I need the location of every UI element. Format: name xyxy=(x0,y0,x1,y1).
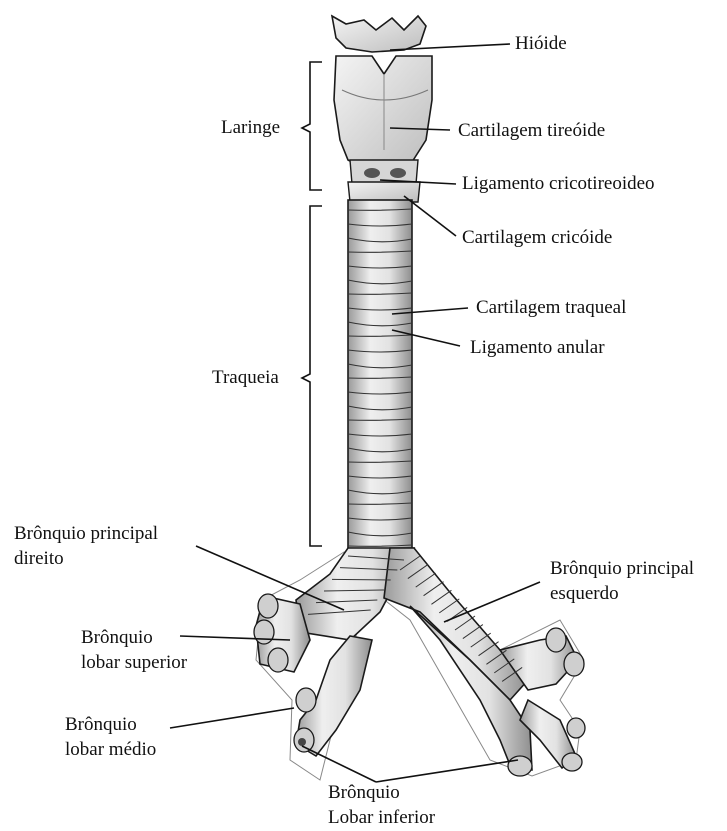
label-line: Brônquio xyxy=(328,782,435,804)
label-ligamento-anular: Ligamento anular xyxy=(470,337,605,359)
label-cartilagem-traqueal: Cartilagem traqueal xyxy=(476,297,626,319)
trachea-tube xyxy=(348,200,412,560)
leader-lobar-inferior-1 xyxy=(302,746,376,782)
label-bronquio-lobar-superior: Brônquio lobar superior xyxy=(81,627,187,674)
larynx-bracket xyxy=(302,62,322,190)
label-bronquio-principal-direito: Brônquio principal direito xyxy=(14,523,158,570)
label-line: lobar médio xyxy=(65,739,156,761)
label-line: Lobar inferior xyxy=(328,807,435,829)
label-line: lobar superior xyxy=(81,652,187,674)
leader-lobar-medio xyxy=(170,708,294,728)
label-line: esquerdo xyxy=(550,583,694,605)
hyoid-bone xyxy=(332,16,426,52)
trachea-bracket xyxy=(302,206,322,546)
left-main-bronchus xyxy=(384,548,528,700)
label-ligamento-cricotireoideo: Ligamento cricotireoideo xyxy=(462,173,655,195)
label-bronquio-principal-esquerdo: Brônquio principal esquerdo xyxy=(550,558,694,605)
thyroid-cartilage xyxy=(334,56,432,168)
bronchial-ring xyxy=(332,579,391,580)
leader-lobar-inferior-2 xyxy=(376,760,518,782)
label-laringe: Laringe xyxy=(221,117,280,139)
label-traqueia: Traqueia xyxy=(212,367,279,389)
label-line: Brônquio principal xyxy=(550,558,694,580)
label-line: Brônquio principal xyxy=(14,523,158,545)
label-line: Brônquio xyxy=(65,714,156,736)
label-hioide: Hióide xyxy=(515,33,567,55)
label-cartilagem-tireoide: Cartilagem tireóide xyxy=(458,120,605,142)
label-bronquio-lobar-medio: Brônquio lobar médio xyxy=(65,714,156,761)
label-line: direito xyxy=(14,548,158,570)
label-bronquio-lobar-inferior: Brônquio Lobar inferior xyxy=(328,782,435,829)
label-cartilagem-cricoide: Cartilagem cricóide xyxy=(462,227,612,249)
label-line: Brônquio xyxy=(81,627,187,649)
